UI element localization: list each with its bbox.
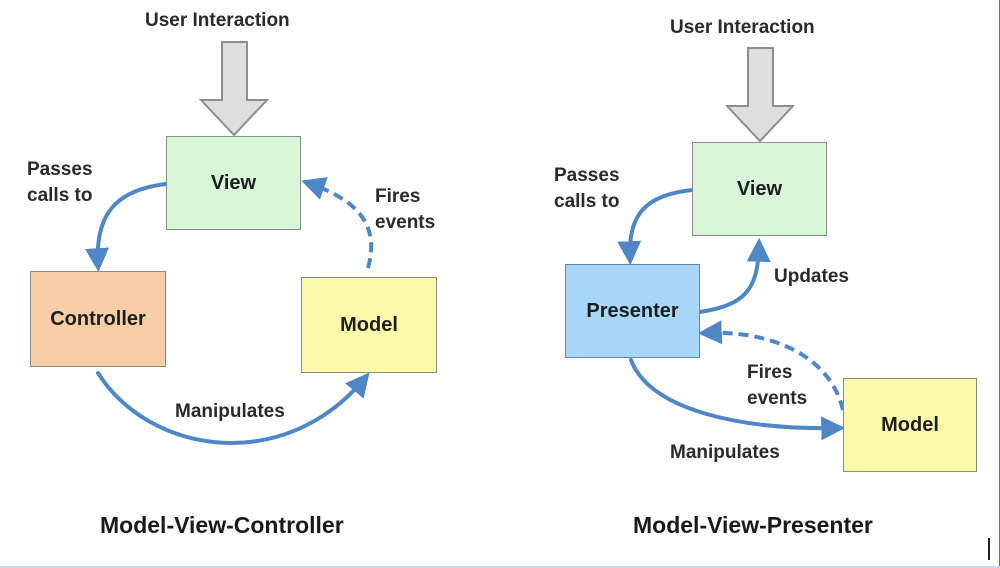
- mvp-manipulates-label: Manipulates: [670, 442, 780, 463]
- mvp-fires-label: Fires: [747, 362, 793, 383]
- mvp-updates-label: Updates: [774, 266, 849, 287]
- edge-tick-mark: [988, 538, 990, 560]
- mvc-model-box: Model: [301, 277, 437, 373]
- mvp-manipulates-arrow: [629, 358, 846, 441]
- mvc-manipulates-arrow: [96, 371, 370, 445]
- mvp-updates-arrow: [698, 237, 771, 314]
- mvc-user-interaction-label: User Interaction: [145, 10, 290, 31]
- mvc-passes-label: Passes: [27, 159, 93, 180]
- mvc-passes-calls-arrow: [85, 182, 168, 273]
- mvp-presenter-box: Presenter: [565, 264, 700, 358]
- mvp-model-box: Model: [843, 378, 977, 472]
- mvp-user-interaction-arrow: [724, 47, 796, 143]
- mvp-calls-to-label: calls to: [554, 191, 620, 212]
- mvc-user-interaction-arrow: [198, 41, 270, 137]
- mvc-view-box: View: [166, 136, 301, 230]
- mvc-calls-to-label: calls to: [27, 185, 93, 206]
- mvc-manipulates-label: Manipulates: [175, 401, 285, 422]
- mvp-user-interaction-label: User Interaction: [670, 17, 815, 38]
- frame-bottom-edge: [0, 566, 1000, 568]
- mvc-controller-box: Controller: [30, 271, 166, 367]
- mvp-passes-label: Passes: [554, 165, 620, 186]
- mvc-fires-events-arrow: [301, 177, 374, 269]
- mvp-fires-events-arrow: [697, 320, 845, 411]
- mvc-fires-label: Fires: [375, 186, 421, 207]
- mvp-passes-calls-arrow: [617, 188, 694, 266]
- mvc-title: Model-View-Controller: [100, 512, 344, 538]
- mvc-events-label: events: [375, 212, 436, 233]
- mvp-view-box: View: [692, 142, 827, 236]
- mvp-events-label: events: [747, 388, 808, 409]
- mvp-title: Model-View-Presenter: [633, 512, 873, 538]
